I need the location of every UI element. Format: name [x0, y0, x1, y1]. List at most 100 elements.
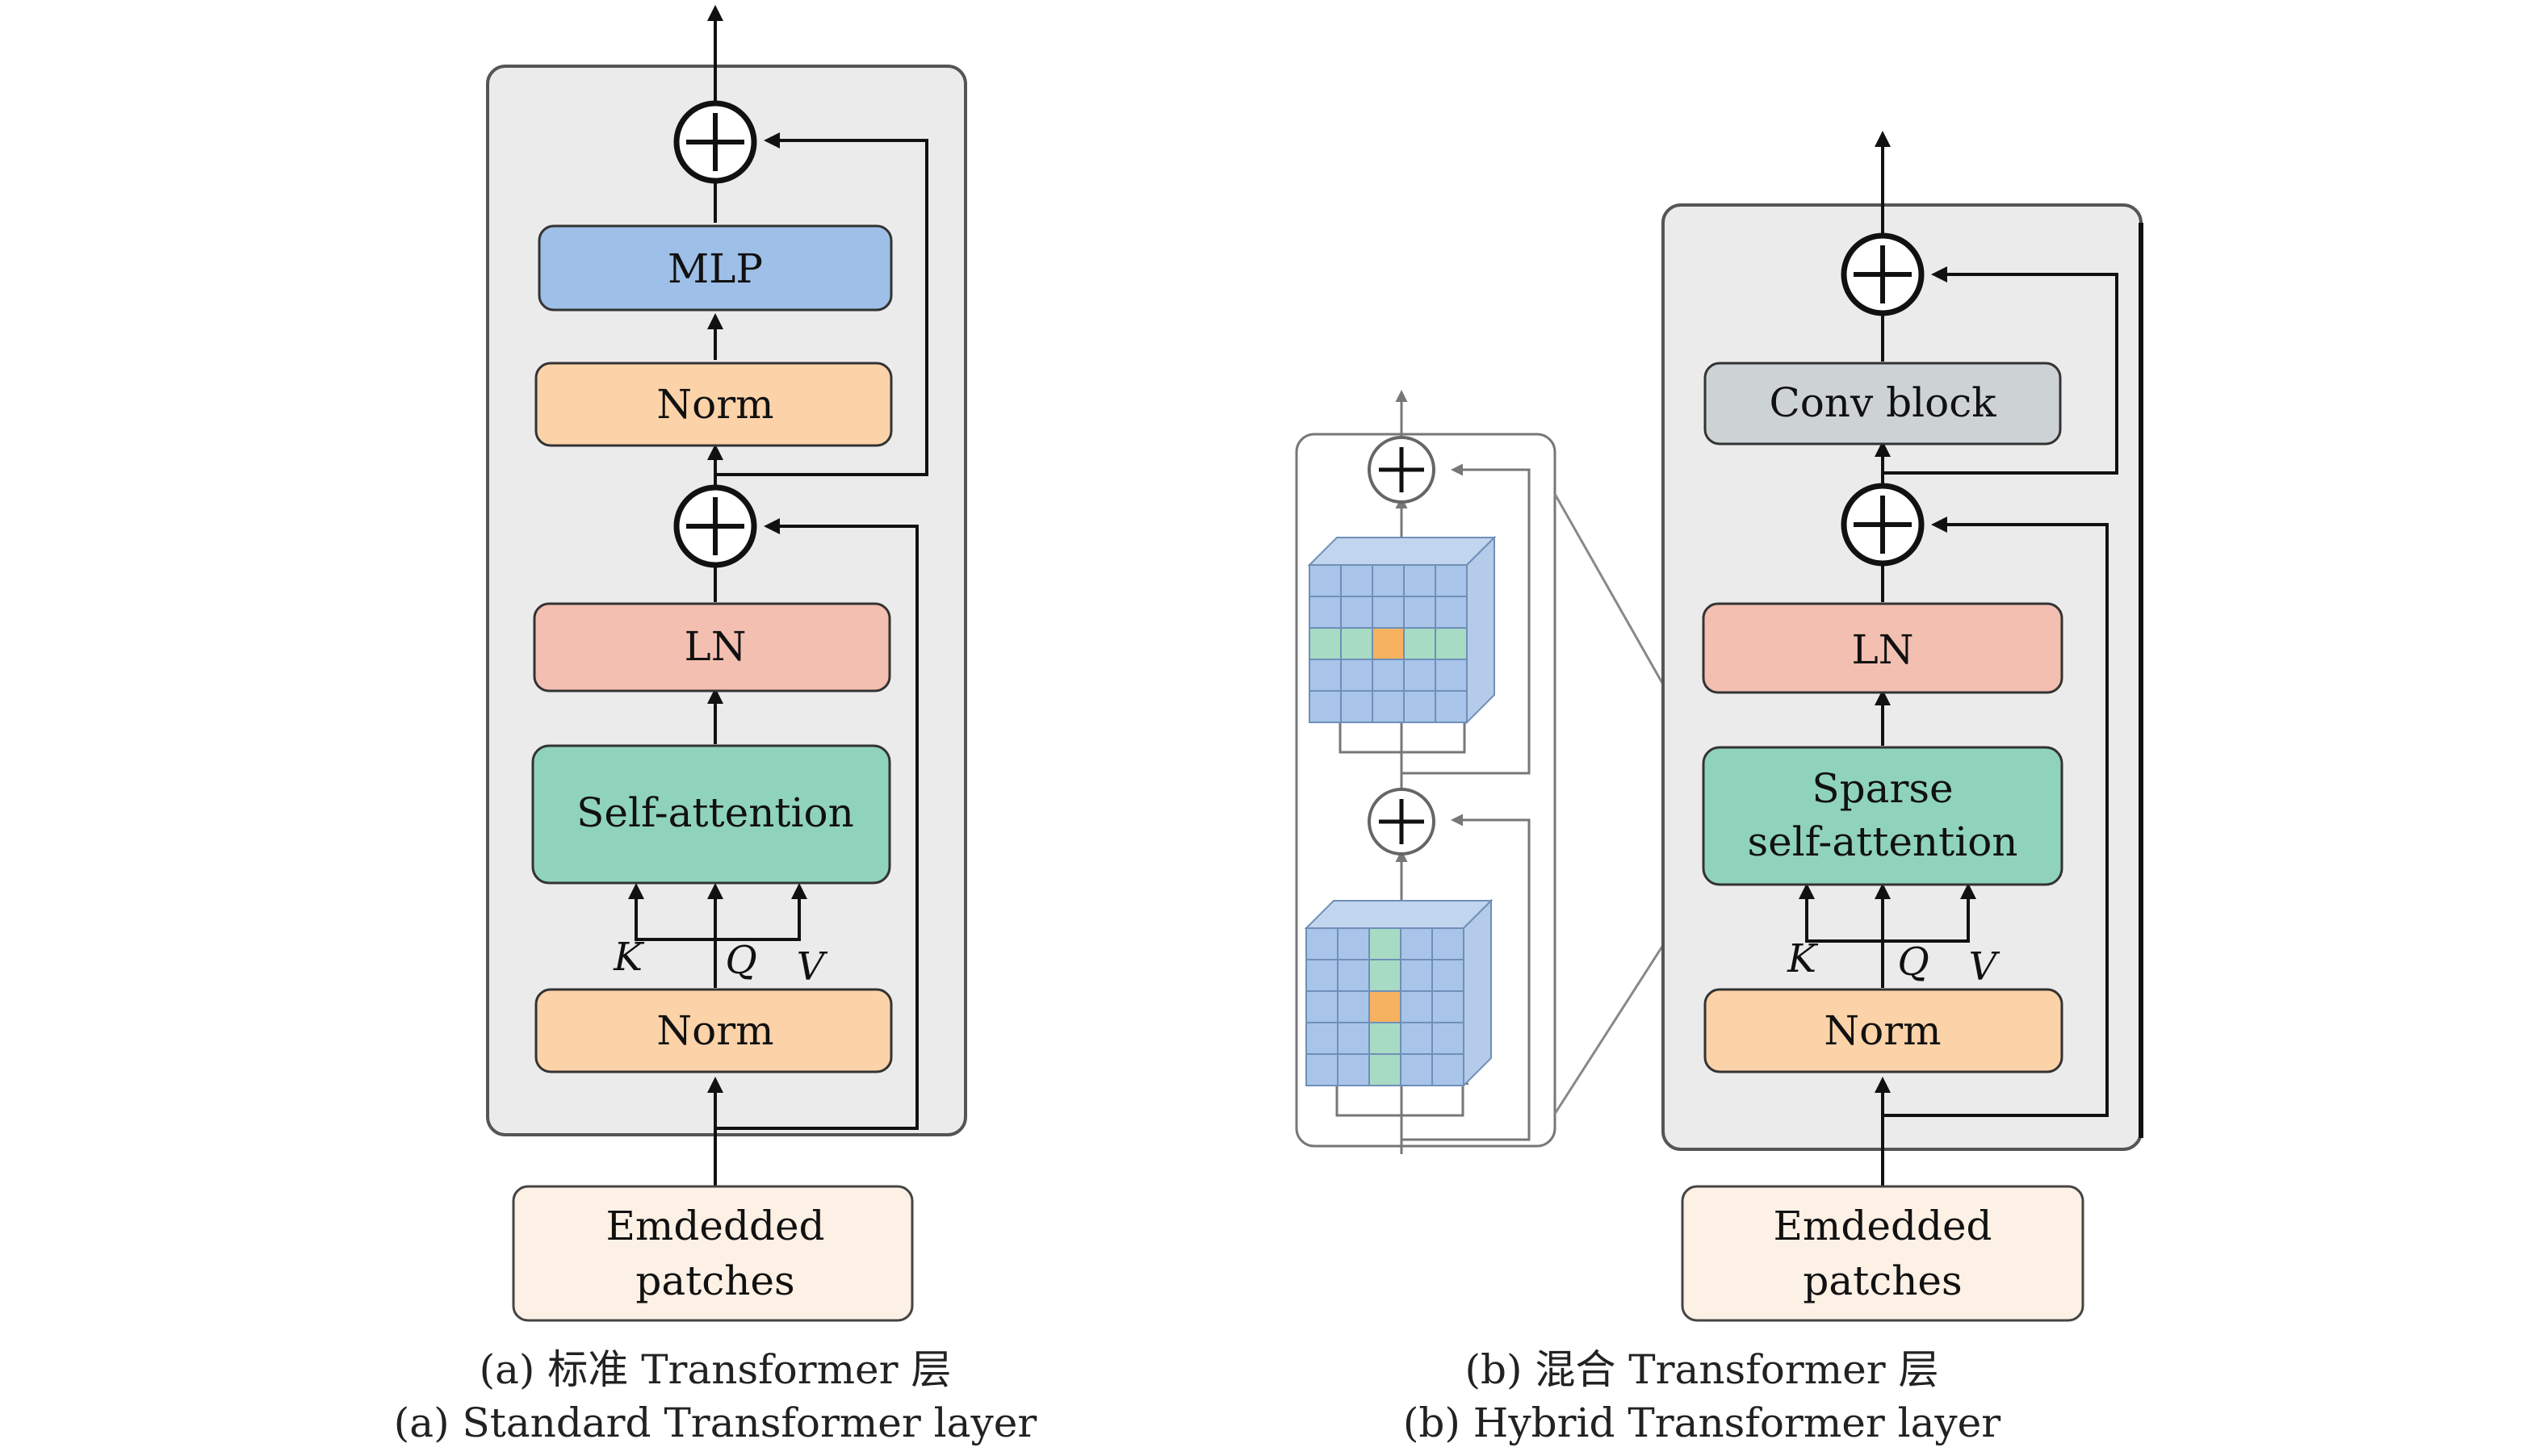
- residual-connection-2: [715, 132, 928, 476]
- grid-cell: [1305, 927, 1339, 960]
- q-label: Q: [725, 938, 756, 983]
- self-attention-block: Self-attention: [531, 744, 891, 885]
- grid-cell: [1340, 564, 1373, 597]
- b-ln-block: LN: [1702, 602, 2063, 694]
- grid-cell-attended: [1368, 927, 1401, 960]
- conv-block-label: Conv block: [1769, 379, 1996, 426]
- grid-cell: [1403, 564, 1436, 597]
- grid-cell: [1337, 959, 1370, 992]
- attention-grid-cube-bottom: [1304, 898, 1494, 1088]
- grid-cell: [1435, 659, 1468, 692]
- input-label-line1: Emdedded: [605, 1203, 824, 1249]
- caption-a-chinese: (a) 标准 Transformer 层: [479, 1346, 952, 1393]
- b-v-branch-arrow: [1883, 883, 1976, 943]
- grid-cell: [1337, 1053, 1370, 1086]
- norm-bottom-label: Norm: [656, 1007, 773, 1054]
- inset-residual-2: [1401, 463, 1531, 775]
- caption-b-chinese: (b) 混合 Transformer 层: [1464, 1346, 1939, 1393]
- attention-grid-cube-top: [1307, 535, 1497, 725]
- inset-top-branches: [1339, 712, 1466, 754]
- grid-cell: [1431, 927, 1464, 960]
- b-ln-label: LN: [1852, 626, 1914, 673]
- grid-cell: [1372, 564, 1405, 597]
- grid-cell: [1340, 690, 1373, 723]
- mlp-label: MLP: [668, 245, 763, 292]
- conv-block: Conv block: [1703, 362, 2062, 446]
- b-embedded-patches-block: Emdedded patches: [1681, 1185, 2084, 1322]
- grid-cell: [1337, 990, 1370, 1023]
- grid-cell: [1305, 990, 1339, 1023]
- grid-cell: [1309, 564, 1342, 597]
- grid-cell: [1309, 690, 1342, 723]
- grid-cell: [1400, 959, 1433, 992]
- grid-cell: [1309, 596, 1342, 629]
- input-label-line2: patches: [635, 1257, 794, 1304]
- caption-a-english: (a) Standard Transformer layer: [393, 1400, 1037, 1446]
- inset-add-node-top: [1368, 436, 1435, 504]
- grid-cell: [1403, 690, 1436, 723]
- embedded-patches-block: Emdedded patches: [512, 1185, 914, 1322]
- self-attention-label: Self-attention: [576, 789, 854, 836]
- grid-cell: [1305, 959, 1339, 992]
- panel-a-standard-transformer: MLP Norm LN Self-attention Norm K Q V Em…: [486, 5, 967, 1322]
- grid-cell: [1431, 1022, 1464, 1055]
- grid-cell: [1431, 1053, 1464, 1086]
- grid-cube-side-face: [1463, 898, 1492, 1088]
- inset-bottom-branches: [1335, 1077, 1464, 1117]
- grid-cell-attended: [1368, 959, 1401, 992]
- add-node-middle: [673, 484, 757, 568]
- grid-cell: [1435, 564, 1468, 597]
- b-k-label: K: [1787, 936, 1819, 981]
- grid-cell: [1340, 659, 1373, 692]
- residual-connection-1: [715, 518, 919, 1130]
- b-q-label: Q: [1897, 939, 1929, 985]
- grid-cell: [1372, 690, 1405, 723]
- grid-cube-top-face: [1304, 900, 1494, 929]
- grid-cube-top-face: [1307, 537, 1497, 566]
- ln-block: LN: [533, 602, 891, 692]
- b-k-branch-arrow: [1799, 883, 1883, 943]
- grid-cell-attended: [1309, 627, 1342, 660]
- sparse-attention-label-line2: self-attention: [1747, 818, 2017, 865]
- v-label: V: [797, 944, 828, 989]
- grid-cell-attended: [1368, 1022, 1401, 1055]
- grid-cell: [1403, 596, 1436, 629]
- grid-cell-attended: [1340, 627, 1373, 660]
- grid-cell: [1403, 659, 1436, 692]
- sparse-self-attention-block: Sparse self-attention: [1702, 746, 2063, 886]
- norm-top-label: Norm: [656, 381, 773, 428]
- grid-cell: [1431, 959, 1464, 992]
- inset-add-node-bottom: [1368, 788, 1435, 856]
- grid-cell: [1372, 596, 1405, 629]
- grid-cell: [1372, 659, 1405, 692]
- k-label: K: [613, 935, 645, 980]
- b-add-node-middle: [1841, 483, 1925, 567]
- grid-cube-side-face: [1466, 535, 1495, 725]
- inset-residual-1: [1401, 814, 1531, 1141]
- grid-cell-attended: [1403, 627, 1436, 660]
- grid-cell: [1431, 990, 1464, 1023]
- grid-cell: [1305, 1022, 1339, 1055]
- panel-b-hybrid-transformer: Conv block LN Sparse self-attention Norm…: [1661, 131, 2143, 1322]
- b-norm-label: Norm: [1824, 1007, 1941, 1054]
- b-v-label: V: [1969, 944, 2000, 989]
- grid-cell: [1400, 1053, 1433, 1086]
- norm-block-bottom: Norm: [534, 988, 893, 1073]
- grid-cell: [1435, 690, 1468, 723]
- b-residual-connection-2: [1883, 266, 2118, 475]
- grid-cell-query: [1372, 627, 1405, 660]
- norm-block-top: Norm: [534, 362, 893, 447]
- k-branch-arrow: [628, 883, 715, 941]
- grid-cell: [1435, 596, 1468, 629]
- b-residual-connection-1: [1883, 517, 2109, 1117]
- b-norm-block: Norm: [1703, 988, 2063, 1073]
- grid-cell: [1340, 596, 1373, 629]
- grid-cell: [1309, 659, 1342, 692]
- grid-cell: [1400, 927, 1433, 960]
- b-input-label-line2: patches: [1803, 1257, 1962, 1304]
- sparse-attention-label-line1: Sparse: [1812, 765, 1953, 812]
- caption-b-english: (b) Hybrid Transformer layer: [1402, 1400, 2001, 1446]
- grid-cell: [1400, 990, 1433, 1023]
- mlp-block: MLP: [538, 224, 893, 312]
